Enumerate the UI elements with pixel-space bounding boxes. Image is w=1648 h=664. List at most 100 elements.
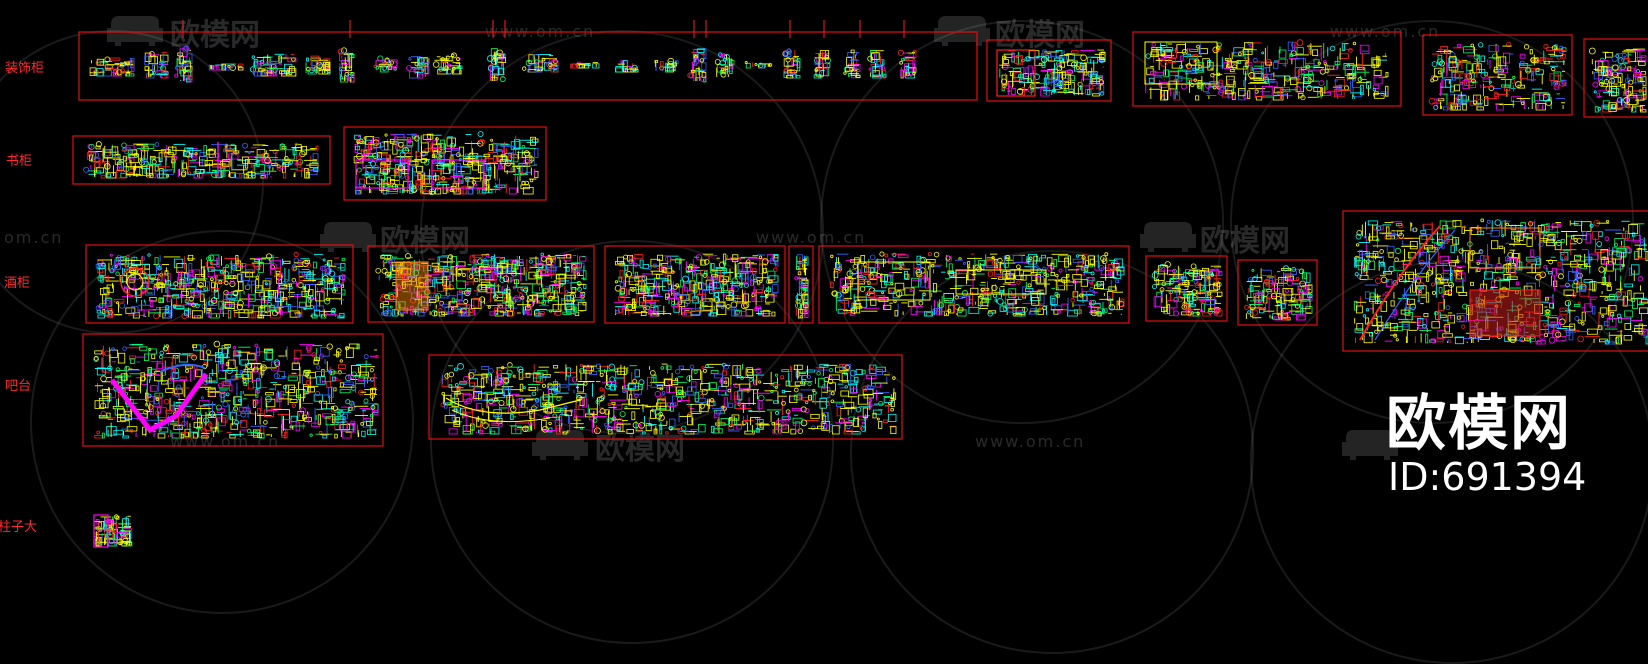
drawing-symbol (1059, 269, 1062, 272)
drawing-symbol (1203, 287, 1206, 290)
drawing-block (1004, 60, 1009, 64)
drawing-block (470, 256, 474, 262)
drawing-symbol (1071, 62, 1076, 67)
drawing-symbol (390, 306, 392, 308)
drawing-symbol (715, 59, 720, 64)
drawing-block (550, 296, 554, 298)
drawing-symbol (155, 143, 159, 147)
drawing-block (313, 262, 316, 268)
drawing-symbol (238, 300, 243, 305)
drawing-symbol (149, 51, 154, 56)
drawing-symbol (541, 256, 546, 261)
drawing-symbol (376, 268, 381, 273)
cad-drawing-canvas[interactable]: 欧模网 欧模网 www.om.cn www.om.cn om.cn 欧模网 ww… (0, 0, 1648, 549)
drawing-symbol (1551, 67, 1555, 71)
drawing-symbol (110, 254, 112, 256)
drawing-symbol (867, 293, 870, 296)
drawing-symbol (1105, 253, 1108, 256)
drawing-block (1503, 53, 1509, 63)
drawing-symbol (1593, 82, 1598, 87)
drawing-block (257, 149, 265, 154)
drawing-symbol (225, 281, 229, 285)
drawing-block (1043, 50, 1046, 55)
drawing-symbol (938, 302, 943, 307)
drawing-block (145, 264, 150, 269)
drawing-block (584, 284, 586, 288)
drawing-block (204, 146, 206, 156)
drawing-symbol (525, 181, 528, 184)
drawing-symbol (745, 61, 747, 63)
drawing-block (971, 288, 978, 294)
drawing-symbol (1319, 81, 1324, 86)
drawing-symbol (1511, 80, 1515, 84)
drawing-block (1250, 44, 1253, 47)
drawing-block (202, 267, 204, 276)
drawing-block (773, 285, 778, 293)
drawing-block (239, 64, 243, 70)
drawing-block (128, 65, 134, 71)
drawing-block (580, 257, 586, 262)
drawing-block (583, 303, 586, 305)
drawing-symbol (1454, 73, 1459, 78)
drawing-symbol (1164, 311, 1167, 314)
drawing-symbol (226, 265, 229, 268)
drawing-block (306, 58, 308, 61)
drawing-block (1087, 90, 1089, 95)
drawing-block (912, 278, 919, 287)
drawing-block (1093, 94, 1100, 96)
drawing-block (1056, 50, 1062, 56)
drawing-block (578, 302, 586, 310)
drawing-block (97, 310, 100, 313)
drawing-block (1530, 50, 1532, 54)
drawing-block (1230, 70, 1234, 72)
drawing-block (640, 260, 643, 268)
drawing-symbol (292, 278, 296, 282)
drawing-block (565, 295, 574, 304)
drawing-block (949, 301, 955, 304)
drawing-symbol (478, 131, 483, 136)
drawing-symbol (120, 303, 125, 308)
drawing-block (484, 154, 490, 156)
drawing-symbol (1017, 265, 1021, 269)
drawing-symbol (1524, 45, 1528, 49)
drawing-symbol (370, 161, 375, 166)
drawing-symbol (477, 259, 482, 264)
drawing-symbol (1102, 310, 1104, 312)
drawing-block (1012, 88, 1016, 94)
drawing-block (763, 269, 766, 273)
drawing-block (239, 310, 248, 318)
drawing-symbol (1348, 48, 1352, 52)
drawing-block (1446, 79, 1451, 87)
drawing-block (306, 172, 309, 178)
drawing-block (616, 66, 623, 72)
drawing-block (1273, 63, 1278, 69)
drawing-symbol (1071, 298, 1075, 302)
drawing-symbol (1182, 49, 1187, 54)
drawing-symbol (387, 169, 390, 172)
drawing-block (619, 308, 622, 312)
drawing-block (797, 62, 799, 71)
drawing-symbol (116, 302, 118, 304)
drawing-symbol (419, 185, 422, 188)
drawing-symbol (1238, 61, 1241, 64)
drawing-block (1032, 298, 1039, 306)
drawing-symbol (556, 310, 561, 315)
drawing-symbol (1296, 277, 1299, 280)
drawing-symbol (323, 259, 325, 261)
drawing-symbol (1358, 78, 1362, 82)
drawing-symbol (376, 67, 379, 70)
drawing-symbol (522, 182, 525, 185)
drawing-block (111, 58, 120, 60)
drawing-symbol (382, 268, 387, 273)
drawing-symbol (1330, 46, 1335, 51)
drawing-block (1479, 69, 1485, 72)
drawing-block (254, 259, 258, 261)
drawing-symbol (294, 252, 298, 256)
drawing-block (750, 280, 753, 285)
fill-block (396, 262, 428, 310)
drawing-symbol (963, 262, 965, 264)
drawing-block (1520, 54, 1525, 58)
drawing-block (1495, 92, 1497, 97)
drawing-block (1184, 294, 1186, 296)
drawing-block (101, 176, 105, 178)
